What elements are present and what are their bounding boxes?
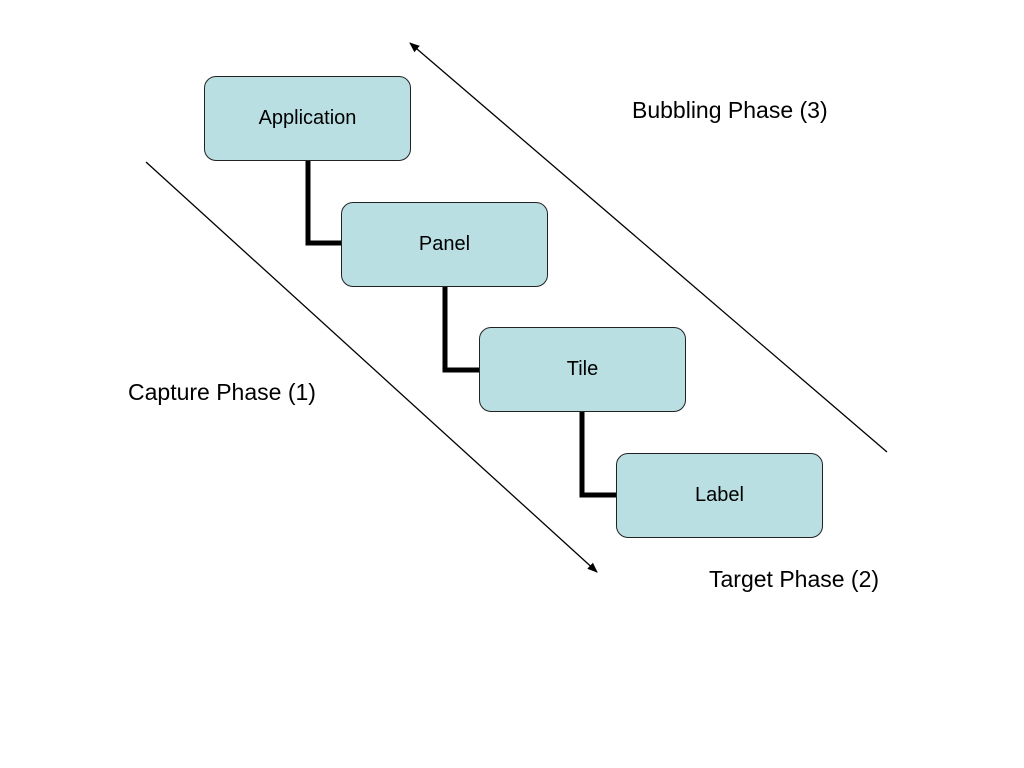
node-label: Label: [616, 453, 823, 538]
capture-phase-arrow: [145, 161, 598, 573]
node-panel: Panel: [341, 202, 548, 287]
bubbling-phase-label: Bubbling Phase (3): [632, 97, 828, 123]
connector-tile-label: [579, 412, 616, 498]
node-application: Application: [204, 76, 411, 161]
node-tile-label: Tile: [566, 358, 599, 380]
connector-panel-tile: [442, 287, 479, 373]
node-tile: Tile: [479, 327, 686, 412]
node-label-label: Label: [695, 484, 744, 506]
capture-phase-label: Capture Phase (1): [128, 379, 316, 405]
node-application-label: Application: [258, 107, 357, 129]
node-panel-label: Panel: [418, 233, 471, 255]
bubbling-phase-arrow: [409, 42, 888, 453]
connector-application-panel: [305, 161, 341, 246]
target-phase-label: Target Phase (2): [709, 566, 880, 592]
